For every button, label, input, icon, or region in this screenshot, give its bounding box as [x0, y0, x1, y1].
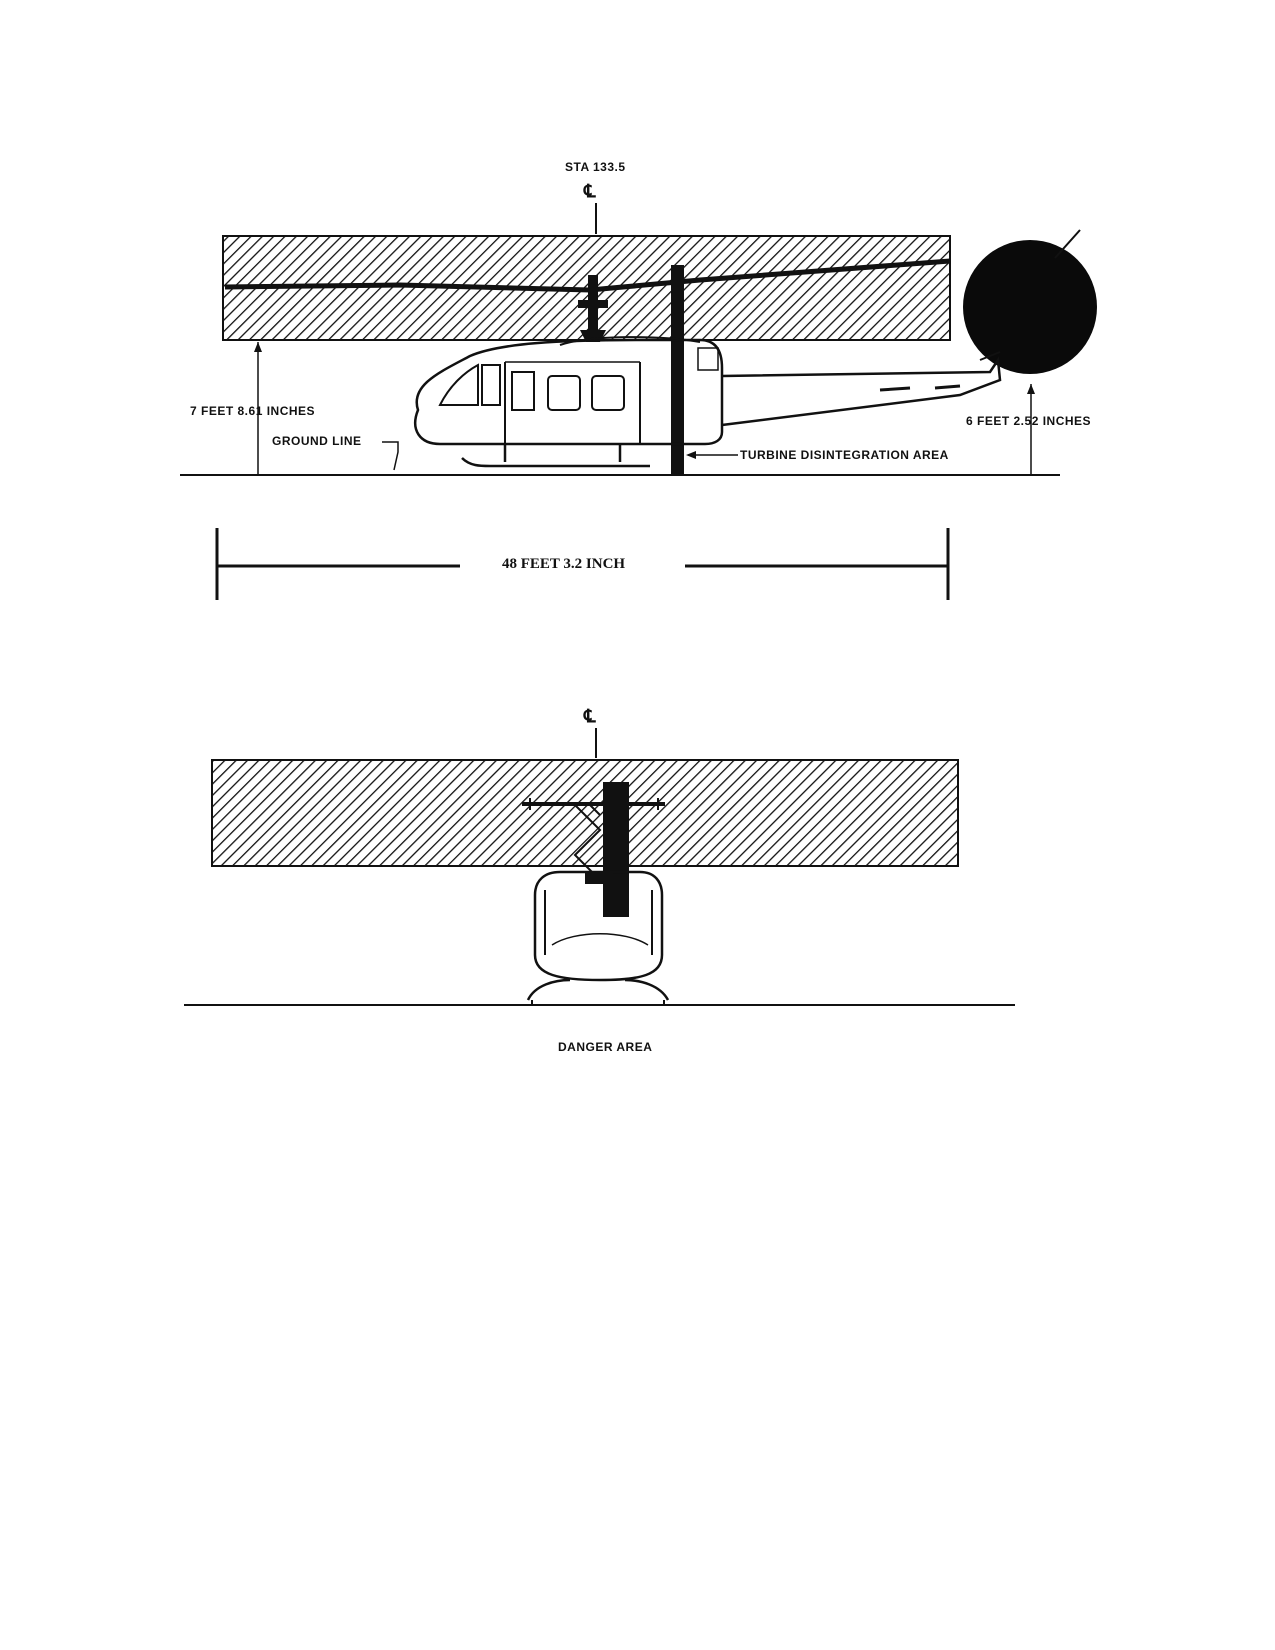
span-label: 48 FEET 3.2 INCH: [502, 556, 625, 572]
height-label-right: 6 FEET 2.52 INCHES: [966, 414, 1091, 428]
tail-rotor-disc: [963, 240, 1097, 374]
ground-line-label: GROUND LINE: [272, 434, 362, 448]
centerline-marker-front: ℄: [583, 706, 597, 758]
turbine-label: TURBINE DISINTEGRATION AREA: [740, 448, 949, 462]
helicopter-front-view: [526, 870, 670, 1004]
height-dimension-right: 6 FEET 2.52 INCHES: [966, 384, 1091, 474]
rotor-danger-zone-front: [211, 759, 959, 867]
turbine-disintegration-bar: [671, 265, 684, 474]
helicopter-side-view: [414, 336, 1002, 468]
height-label-left: 7 FEET 8.61 INCHES: [190, 404, 315, 418]
ground-line-callout: GROUND LINE: [272, 434, 399, 471]
centerline-symbol-front: ℄: [583, 706, 596, 726]
rotor-head-front: [522, 782, 665, 917]
danger-area-caption: DANGER AREA: [558, 1040, 652, 1054]
span-dimension: 48 FEET 3.2 INCH: [215, 528, 950, 600]
turbine-callout: TURBINE DISINTEGRATION AREA: [686, 448, 949, 462]
station-label: STA 133.5: [565, 160, 626, 174]
centerline-symbol: ℄: [583, 181, 596, 201]
height-dimension-left: 7 FEET 8.61 INCHES: [190, 342, 315, 474]
centerline-marker-top: ℄: [583, 181, 597, 234]
